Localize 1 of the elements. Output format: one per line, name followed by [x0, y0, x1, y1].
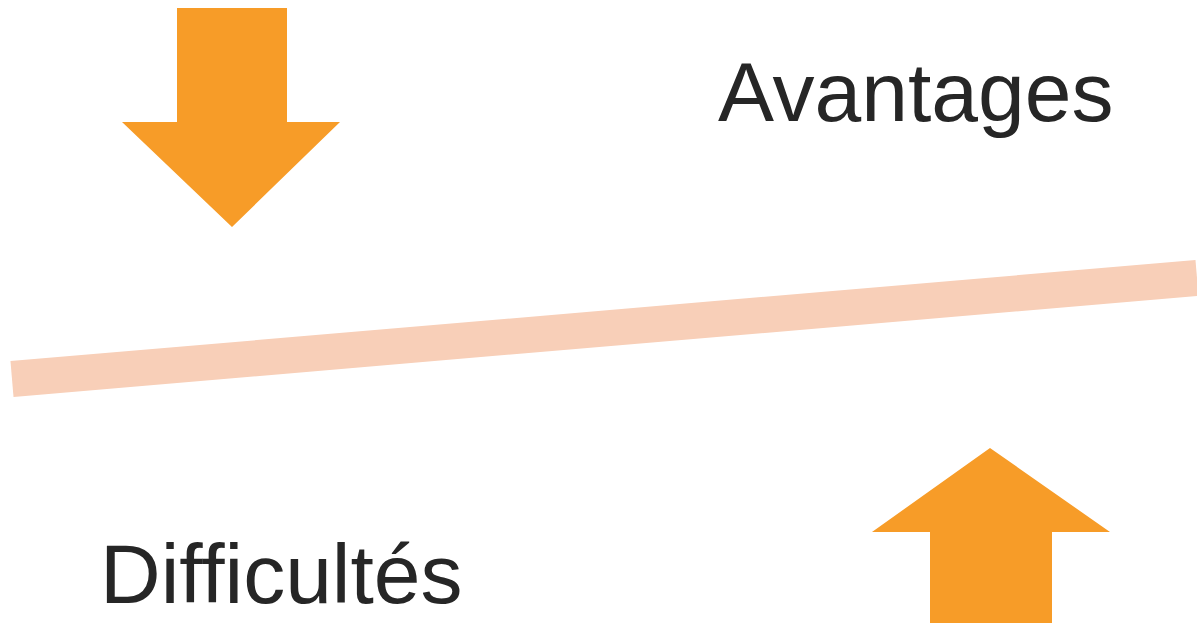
heading-label: Difficultés: [100, 532, 463, 616]
